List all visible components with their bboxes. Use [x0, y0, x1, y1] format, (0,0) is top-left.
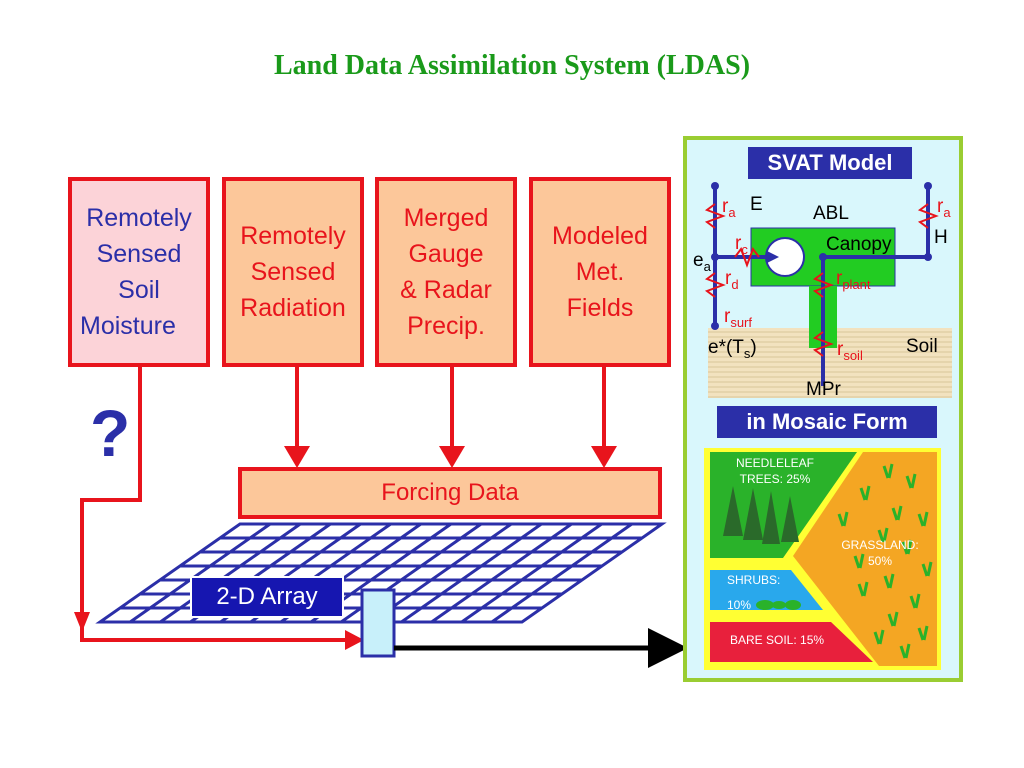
- resistance-rsoil: rsoil: [837, 339, 863, 363]
- grass-tuft: [921, 561, 933, 577]
- source-line: Gauge: [408, 240, 484, 268]
- resistance-rd: rd: [725, 268, 739, 292]
- left-arrowhead: [74, 612, 90, 632]
- grassland-label: GRASSLAND: 50%: [841, 538, 919, 568]
- source-line: Sensed: [250, 258, 336, 286]
- grid-line: [400, 522, 543, 624]
- grid-line: [490, 522, 633, 624]
- grass-tuft: [883, 573, 895, 589]
- grass-tuft: [882, 463, 894, 479]
- grassland-tile: [793, 452, 937, 666]
- grass-tuft: [873, 629, 885, 645]
- source-precip: Merged Gauge & Radar Precip.: [375, 177, 517, 367]
- needleleaf-label: NEEDLELEAF TREES: 25%: [735, 456, 815, 486]
- source-line: Modeled: [552, 222, 648, 250]
- bare-soil-label: BARE SOIL: 15%: [730, 633, 825, 647]
- shrubs-label: SHRUBS:: [727, 573, 781, 587]
- grass-tuft: [905, 473, 917, 489]
- shrubs-tile: [710, 570, 823, 610]
- grid-cell-column: [360, 588, 396, 658]
- grid-line: [129, 522, 272, 624]
- page-title: Land Data Assimilation System (LDAS): [273, 50, 751, 81]
- grid-line: [159, 522, 302, 624]
- soil-layer: [708, 328, 952, 398]
- source-line: Remotely: [86, 204, 192, 232]
- source-line: Fields: [566, 294, 634, 322]
- forcing-data-box: Forcing Data: [238, 467, 662, 519]
- source-line: Precip.: [407, 312, 485, 340]
- shrub-icons: [756, 600, 801, 610]
- grid-line: [430, 522, 573, 624]
- grass-tuft: [853, 553, 865, 569]
- source-line: Met.: [575, 258, 625, 286]
- grass-tuft: [917, 511, 929, 527]
- label-e: E: [750, 194, 763, 215]
- resistor-symbols: [704, 203, 939, 357]
- grass-icons: [837, 463, 933, 659]
- source-line: Moisture: [80, 312, 176, 340]
- resistance-rc: rc: [735, 233, 748, 257]
- grass-tuft: [837, 511, 849, 527]
- source-met-fields: Modeled Met. Fields: [529, 177, 671, 367]
- grass-tuft: [901, 539, 913, 555]
- svat-title: SVAT Model: [748, 147, 912, 179]
- array-label: 2-D Array: [190, 576, 344, 618]
- svat-diagram: [704, 182, 952, 398]
- label-canopy: Canopy: [826, 234, 892, 255]
- grid-line: [460, 522, 603, 624]
- source-soil-moisture: Remotely Sensed Soil Moisture: [68, 177, 210, 367]
- mosaic-title: in Mosaic Form: [717, 406, 937, 438]
- source-line: & Radar: [400, 276, 492, 304]
- black-arrow: [394, 628, 688, 668]
- question-mark: ?: [90, 396, 131, 470]
- source-line: Soil: [118, 276, 160, 304]
- source-line: Radiation: [240, 294, 346, 322]
- grass-tuft: [899, 643, 911, 659]
- source-line: Merged: [403, 204, 489, 232]
- grass-tuft: [887, 611, 899, 627]
- label-mpr: MPr: [806, 379, 841, 400]
- shrubs-percent: 10%: [727, 598, 752, 612]
- bare-soil-tile: [710, 622, 873, 662]
- grass-tuft: [877, 527, 889, 543]
- source-radiation: Remotely Sensed Radiation: [222, 177, 364, 367]
- source-line: Sensed: [96, 240, 182, 268]
- label-ea: ea: [693, 250, 711, 274]
- grass-tuft: [859, 485, 871, 501]
- grass-tuft: [917, 625, 929, 641]
- mosaic-diagram: [704, 448, 941, 670]
- resistance-ra-right: ra: [937, 196, 951, 220]
- label-abl: ABL: [813, 203, 849, 224]
- label-estar: e*(Ts): [708, 337, 757, 361]
- grass-tuft: [857, 581, 869, 597]
- label-h: H: [934, 227, 948, 248]
- resistance-ra-left: ra: [722, 196, 736, 220]
- tree-icons: [723, 486, 799, 544]
- resistance-rplant: rplant: [836, 268, 871, 292]
- source-line: Remotely: [240, 222, 346, 250]
- down-arrows: [284, 367, 617, 468]
- grass-tuft: [909, 593, 921, 609]
- soil-moisture-path: [80, 367, 345, 642]
- grass-tuft: [891, 505, 903, 521]
- soil-moisture-arrowhead: [345, 630, 364, 650]
- resistance-rsurf: rsurf: [724, 306, 752, 330]
- label-soil: Soil: [906, 336, 938, 357]
